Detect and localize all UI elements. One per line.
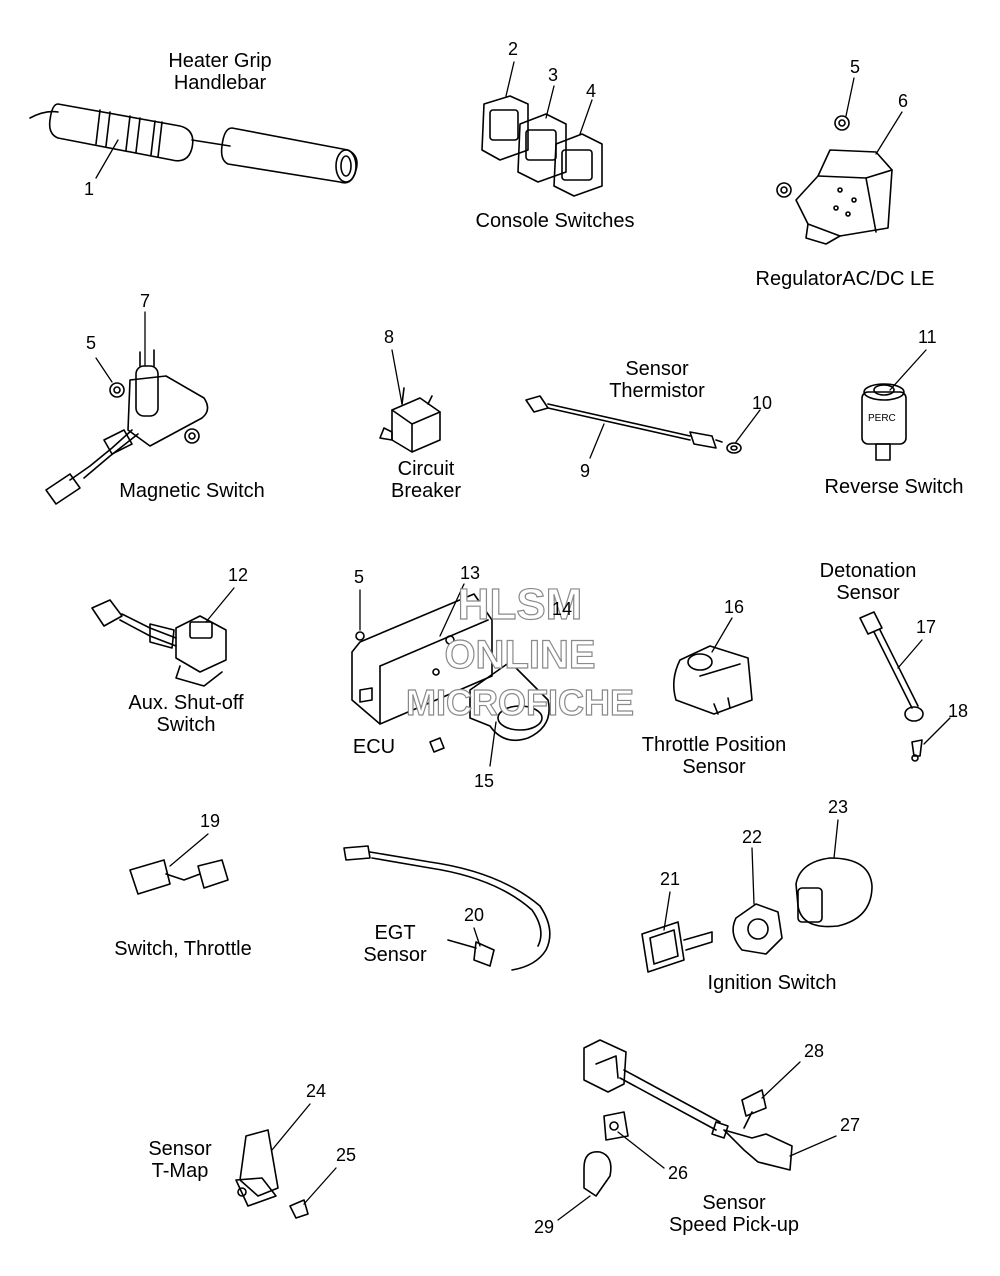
regulator-label: RegulatorAC/DC LE: [755, 268, 935, 290]
detonation-sensor-label: Detonation Sensor: [819, 560, 917, 604]
callout-29: 29: [534, 1217, 555, 1237]
aux-shutoff-part: [91, 599, 227, 687]
callout-1: 1: [84, 179, 95, 199]
watermark-hlsm: HLSM: [457, 580, 583, 629]
callout-26: 26: [668, 1163, 689, 1183]
callout-12: 12: [228, 565, 249, 585]
callout-11: 11: [918, 327, 937, 347]
throttle-position-label: Throttle Position Sensor: [641, 734, 787, 778]
callout-5-regulator: 5: [850, 57, 861, 77]
tmap-sensor-part: [235, 1129, 309, 1219]
speed-pickup-label: Sensor Speed Pick-up: [668, 1192, 800, 1236]
circuit-breaker-part: [379, 387, 441, 453]
switch-throttle-label: Switch, Throttle: [114, 938, 252, 960]
callout-21: 21: [660, 869, 681, 889]
callout-13: 13: [460, 563, 481, 583]
circuit-breaker-label: Circuit Breaker: [390, 458, 462, 502]
console-switches-label: Console Switches: [475, 210, 635, 232]
ignition-switch-part: [641, 857, 873, 973]
callout-18: 18: [948, 701, 969, 721]
tmap-sensor-label: Sensor T-Map: [148, 1138, 212, 1182]
detonation-sensor-part: [859, 611, 924, 762]
callout-27: 27: [840, 1115, 861, 1135]
watermark-microfiche: MICROFICHE: [405, 682, 634, 723]
regulator-part: [776, 115, 893, 245]
egt-sensor-label: EGT Sensor: [363, 922, 427, 966]
callout-6: 6: [898, 91, 909, 111]
watermark-online: ONLINE: [444, 633, 596, 677]
callout-19: 19: [200, 811, 221, 831]
aux-shutoff-label: Aux. Shut-off Switch: [128, 692, 244, 736]
egt-sensor-part: [343, 845, 551, 971]
magnetic-switch-part: [45, 349, 209, 505]
console-switches-part: [481, 95, 603, 197]
ignition-switch-label: Ignition Switch: [707, 972, 837, 994]
callout-7: 7: [140, 291, 151, 311]
leader-lines: [95, 61, 951, 1221]
reverse-switch-label: Reverse Switch: [824, 476, 964, 498]
callout-28: 28: [804, 1041, 825, 1061]
callout-3: 3: [548, 65, 559, 85]
magnetic-switch-label: Magnetic Switch: [119, 480, 265, 502]
callout-23: 23: [828, 797, 849, 817]
callout-25: 25: [336, 1145, 357, 1165]
callout-15: 15: [474, 771, 495, 791]
throttle-position-sensor-part: [672, 645, 753, 715]
callout-22: 22: [742, 827, 763, 847]
throttle-switch-part: [129, 859, 229, 895]
callout-20: 20: [464, 905, 485, 925]
callout-5-magnetic: 5: [86, 333, 97, 353]
callout-14: 14: [552, 599, 573, 619]
callout-4: 4: [586, 81, 597, 101]
thermistor-part: [525, 395, 742, 454]
reverse-switch-part: [861, 383, 907, 461]
callout-8: 8: [384, 327, 395, 347]
ecu-label: ECU: [352, 736, 396, 758]
callout-2: 2: [508, 39, 519, 59]
callout-24: 24: [306, 1081, 327, 1101]
callout-17: 17: [916, 617, 937, 637]
ecu-part: [351, 593, 550, 753]
callout-16: 16: [724, 597, 745, 617]
reverse-switch-marking: PERC: [868, 413, 896, 424]
heater-grip-label: Heater Grip Handlebar: [168, 50, 272, 94]
heater-grip-part: [29, 103, 358, 184]
callout-5-ecu: 5: [354, 567, 365, 587]
sensor-thermistor-label: Sensor Thermistor: [609, 358, 705, 402]
speed-pickup-part: [583, 1039, 793, 1197]
callout-10: 10: [752, 393, 773, 413]
callout-9: 9: [580, 461, 591, 481]
